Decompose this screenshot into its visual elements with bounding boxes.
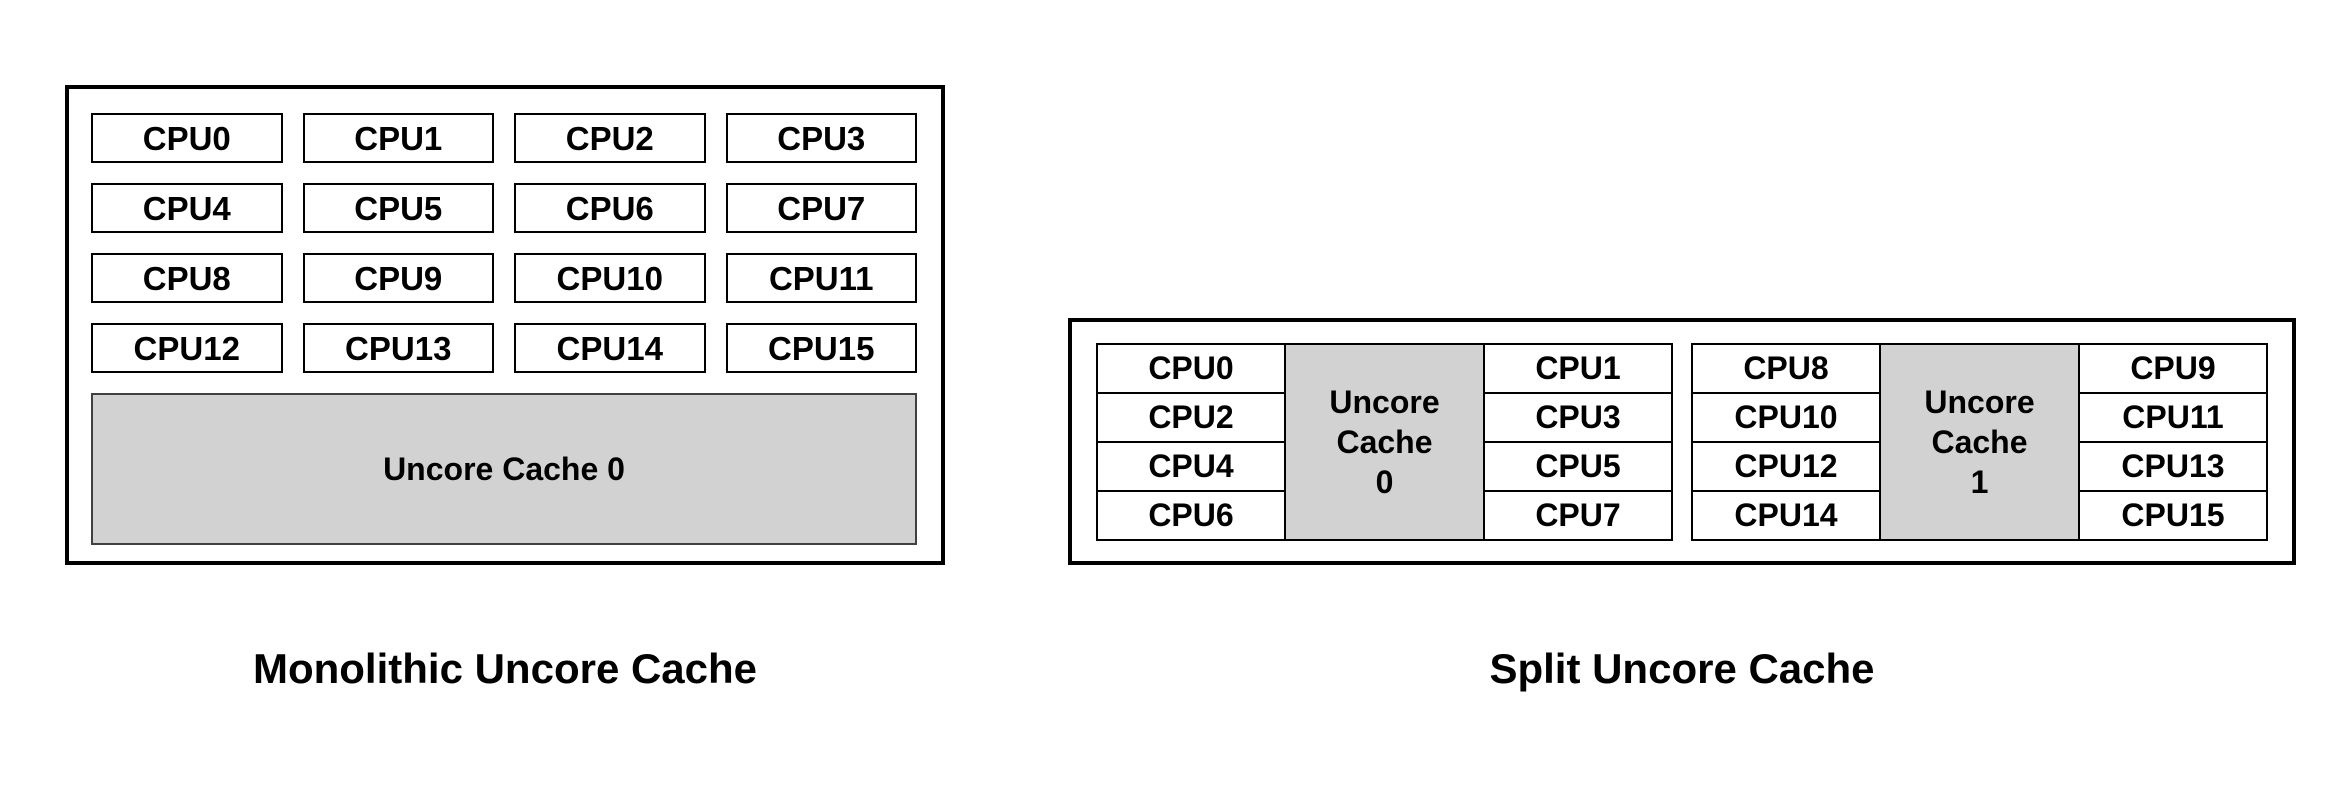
cpu-box: CPU6 (1096, 491, 1286, 541)
cpu-box: CPU0 (1096, 342, 1286, 394)
cpu-box: CPU0 (91, 113, 283, 163)
cpu-box: CPU11 (2078, 393, 2268, 443)
cpu-grid: CPU0 CPU1 CPU2 CPU3 CPU4 CPU5 CPU6 CPU7 … (91, 113, 917, 373)
cpu-cluster-1: CPU8 CPU10 CPU12 CPU14 Uncore Cache 1 CP… (1691, 342, 2268, 541)
cpu-box: CPU4 (1096, 442, 1286, 492)
uncore-line: Uncore (1924, 383, 2035, 420)
cpu-box: CPU15 (2078, 491, 2268, 541)
cpu-box: CPU1 (1483, 342, 1673, 394)
cpu-column-left: CPU8 CPU10 CPU12 CPU14 (1691, 342, 1881, 541)
cpu-box: CPU9 (302, 253, 494, 303)
cpu-box: CPU6 (514, 183, 706, 233)
cpu-box: CPU5 (302, 183, 494, 233)
cpu-box: CPU8 (1691, 342, 1881, 394)
cpu-box: CPU2 (514, 113, 706, 163)
split-caption: Split Uncore Cache (1489, 645, 1875, 692)
cpu-box: CPU10 (514, 253, 706, 303)
cpu-box: CPU1 (302, 113, 494, 163)
cpu-cluster-0: CPU0 CPU2 CPU4 CPU6 Uncore Cache 0 CPU1 … (1096, 342, 1673, 541)
cpu-box: CPU5 (1483, 442, 1673, 492)
split-diagram: CPU0 CPU2 CPU4 CPU6 Uncore Cache 0 CPU1 … (1068, 318, 2296, 565)
cpu-box: CPU7 (725, 183, 917, 233)
cpu-box: CPU10 (1691, 393, 1881, 443)
cpu-box: CPU13 (2078, 442, 2268, 492)
cpu-box: CPU8 (91, 253, 283, 303)
uncore-cache-box: Uncore Cache 0 (91, 393, 917, 545)
cpu-box: CPU15 (725, 323, 917, 373)
uncore-line: Cache (1931, 423, 2028, 460)
uncore-line: 1 (1970, 463, 1989, 500)
cpu-box: CPU4 (91, 183, 283, 233)
cpu-box: CPU14 (1691, 491, 1881, 541)
cpu-box: CPU9 (2078, 342, 2268, 394)
cpu-box: CPU3 (1483, 393, 1673, 443)
cpu-column-left: CPU0 CPU2 CPU4 CPU6 (1096, 342, 1286, 541)
cpu-box: CPU11 (725, 253, 917, 303)
cpu-box: CPU14 (514, 323, 706, 373)
monolithic-diagram: CPU0 CPU1 CPU2 CPU3 CPU4 CPU5 CPU6 CPU7 … (65, 85, 945, 565)
cpu-box: CPU13 (302, 323, 494, 373)
uncore-line: Cache (1336, 423, 1433, 460)
cpu-column-right: CPU1 CPU3 CPU5 CPU7 (1483, 342, 1673, 541)
monolithic-caption: Monolithic Uncore Cache (252, 645, 758, 692)
cpu-box: CPU12 (1691, 442, 1881, 492)
uncore-cache-box: Uncore Cache 0 (1286, 342, 1483, 541)
cpu-box: CPU7 (1483, 491, 1673, 541)
uncore-line: Uncore (1329, 383, 1440, 420)
cpu-column-right: CPU9 CPU11 CPU13 CPU15 (2078, 342, 2268, 541)
uncore-cache-box: Uncore Cache 1 (1881, 342, 2078, 541)
cpu-box: CPU2 (1096, 393, 1286, 443)
cpu-box: CPU12 (91, 323, 283, 373)
cpu-box: CPU3 (725, 113, 917, 163)
uncore-line: 0 (1375, 463, 1394, 500)
